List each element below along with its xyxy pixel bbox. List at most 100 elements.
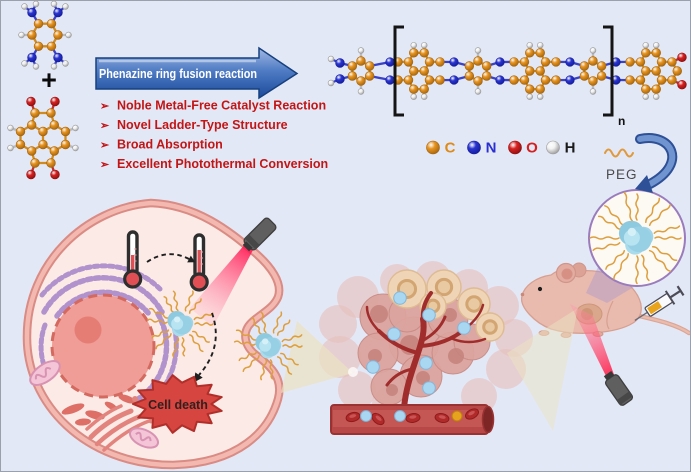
svg-circle (473, 56, 483, 66)
svg-circle (540, 57, 551, 67)
svg-path (172, 290, 179, 312)
svg-circle (419, 48, 429, 58)
svg-circle (525, 66, 535, 76)
svg-circle (21, 3, 28, 10)
svg-circle (509, 57, 519, 67)
bullet-glyph: ➢ (100, 101, 110, 113)
svg-circle (424, 57, 435, 67)
svg-path (592, 242, 621, 252)
mitochondrion-1 (29, 360, 61, 386)
svg-circle (419, 84, 429, 94)
svg-circle (26, 169, 36, 180)
svg-path (276, 356, 293, 375)
svg-path (589, 236, 620, 240)
svg-path (613, 252, 629, 280)
svg-ellipse (409, 415, 417, 419)
svg-circle (33, 19, 44, 29)
svg-path (250, 317, 263, 335)
svg-path (635, 255, 639, 285)
svg-circle (347, 71, 358, 81)
svg-circle (579, 71, 590, 81)
svg-circle (416, 371, 430, 385)
bullet-item: Broad Absorption (117, 138, 223, 152)
zoom-beam-left (281, 321, 353, 393)
svg-circle (625, 75, 635, 85)
svg-path (635, 193, 639, 221)
svg-circle (448, 348, 464, 364)
vessel-opening (481, 405, 495, 434)
svg-polygon (132, 374, 223, 434)
svg-path (597, 215, 623, 230)
svg-circle (473, 76, 483, 86)
svg-circle (474, 88, 482, 95)
svg-circle (50, 63, 58, 70)
svg-circle (62, 3, 69, 10)
svg-circle (495, 57, 505, 67)
svg-circle (579, 61, 590, 71)
svg-path (648, 249, 671, 272)
syringe-liquid (647, 301, 662, 315)
svg-circle (46, 108, 56, 118)
svg-circle (588, 76, 598, 86)
svg-circle (174, 316, 181, 323)
svg-circle (526, 93, 533, 100)
svg-circle (421, 93, 428, 100)
svg-circle (27, 120, 37, 130)
svg-circle (65, 31, 72, 39)
svg-circle (385, 57, 395, 67)
svg-circle (364, 61, 375, 71)
svg-circle (451, 410, 463, 422)
svg-circle (677, 79, 687, 90)
bracket-left (393, 25, 404, 117)
polymer-bonds (329, 44, 684, 98)
svg-circle (519, 75, 530, 85)
peg-micelle (588, 189, 686, 287)
svg-path (276, 319, 291, 336)
svg-circle (32, 1, 40, 8)
svg-ellipse (375, 415, 382, 421)
svg-circle (46, 19, 57, 29)
reaction-arrow-shape (95, 46, 299, 100)
svg-circle (419, 66, 429, 76)
svg-circle (424, 75, 435, 85)
svg-circle (422, 381, 436, 395)
svg-circle (449, 57, 459, 67)
svg-circle (49, 146, 59, 156)
svg-path (604, 205, 626, 227)
svg-circle (525, 48, 535, 58)
legend-label-h: H (565, 140, 576, 157)
thermometer-high-icon (189, 233, 209, 292)
svg-path (192, 330, 210, 343)
svg-circle (7, 144, 14, 152)
svg-path (653, 225, 681, 234)
nucleolus (74, 316, 102, 344)
svg-circle (7, 124, 14, 132)
svg-ellipse (468, 410, 475, 416)
svg-circle (366, 360, 380, 374)
repeat-subscript: n (618, 114, 625, 128)
cancer-cell: Cell death (22, 198, 284, 470)
svg-circle (327, 79, 335, 87)
svg-circle (565, 57, 575, 67)
svg-circle (409, 48, 419, 58)
svg-circle (50, 169, 60, 180)
cell-membrane-band (24, 200, 282, 468)
svg-circle (551, 57, 561, 67)
svg-circle (319, 305, 357, 343)
svg-path (151, 329, 170, 339)
mouse-laser-beam (570, 304, 617, 383)
svg-circle (588, 56, 598, 66)
svg-circle (46, 41, 57, 51)
svg-circle (60, 126, 71, 137)
reaction-arrow: Phenazine ring fusion reaction (95, 46, 299, 100)
svg-circle (410, 42, 417, 49)
svg-circle (481, 61, 492, 71)
svg-circle (335, 74, 345, 84)
svg-circle (53, 7, 63, 18)
svg-circle (535, 84, 545, 94)
svg-circle (651, 84, 661, 94)
reaction-arrow-label: Phenazine ring fusion reaction (99, 67, 257, 81)
zoom-beam-right (507, 308, 578, 431)
svg-circle (72, 144, 79, 152)
